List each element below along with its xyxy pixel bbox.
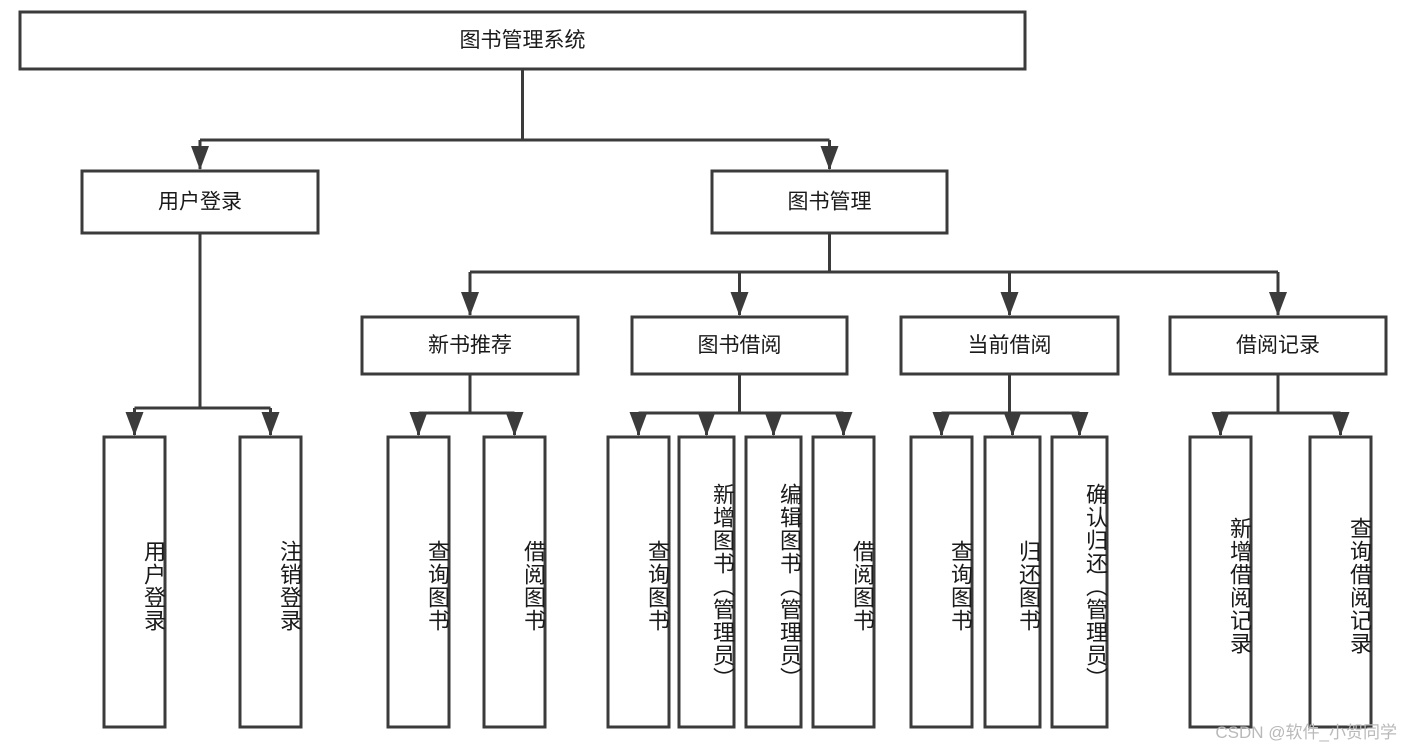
node-book-borrow[interactable] bbox=[630, 315, 849, 376]
node-new-book-recommend-label: 新书推荐 bbox=[428, 334, 512, 357]
arrow-head-icon bbox=[191, 146, 209, 170]
node-leaf-user-login[interactable] bbox=[102, 435, 167, 729]
node-leaf-return-book[interactable] bbox=[983, 435, 1042, 729]
node-root-label: 图书管理系统 bbox=[460, 29, 586, 52]
arrow-head-icon bbox=[1331, 412, 1350, 436]
node-leaf-query-book-borrow[interactable] bbox=[606, 435, 671, 729]
node-current-borrow-label: 当前借阅 bbox=[968, 334, 1052, 357]
node-leaf-add-borrow-record[interactable] bbox=[1188, 435, 1253, 729]
node-leaf-query-book-recommend[interactable] bbox=[386, 435, 451, 729]
arrow-head-icon bbox=[820, 146, 839, 170]
node-leaf-borrow-book[interactable] bbox=[811, 435, 876, 729]
node-leaf-query-borrow-record[interactable] bbox=[1308, 435, 1373, 729]
arrow-head-icon bbox=[629, 412, 648, 436]
arrow-head-icon bbox=[1269, 292, 1287, 316]
arrow-head-icon bbox=[697, 412, 716, 436]
node-user-login-label: 用户登录 bbox=[158, 191, 242, 214]
node-boxes bbox=[18, 10, 1388, 729]
arrow-head-icon bbox=[1211, 412, 1230, 436]
node-leaf-query-book-current[interactable] bbox=[909, 435, 974, 729]
arrow-head-icon bbox=[1070, 412, 1089, 436]
arrow-head-icon bbox=[932, 412, 951, 436]
node-book-management-label: 图书管理 bbox=[788, 191, 872, 214]
node-current-borrow[interactable] bbox=[899, 315, 1120, 376]
arrow-head-icon bbox=[261, 412, 280, 436]
node-leaf-confirm-return-admin[interactable] bbox=[1050, 435, 1109, 729]
node-new-book-recommend[interactable] bbox=[360, 315, 580, 376]
connector-lines bbox=[125, 69, 1350, 436]
node-leaf-add-book-admin[interactable] bbox=[677, 435, 736, 729]
arrow-head-icon bbox=[834, 412, 853, 436]
node-book-management[interactable] bbox=[710, 169, 949, 235]
node-root[interactable] bbox=[18, 10, 1027, 71]
node-borrow-record[interactable] bbox=[1168, 315, 1388, 376]
node-book-borrow-label: 图书借阅 bbox=[698, 334, 782, 357]
arrow-head-icon bbox=[409, 412, 428, 436]
node-user-login[interactable] bbox=[80, 169, 320, 235]
node-leaf-logout[interactable] bbox=[238, 435, 303, 729]
arrow-head-icon bbox=[505, 412, 524, 436]
arrow-head-icon bbox=[461, 292, 479, 316]
arrow-head-icon bbox=[764, 412, 783, 436]
node-borrow-record-label: 借阅记录 bbox=[1236, 334, 1320, 357]
arrow-head-icon bbox=[1003, 412, 1022, 436]
csdn-watermark: CSDN @软件_小贺同学 bbox=[1215, 723, 1397, 742]
arrow-head-icon bbox=[730, 292, 749, 316]
arrow-head-icon bbox=[1000, 292, 1019, 316]
node-leaf-borrow-book-recommend[interactable] bbox=[482, 435, 547, 729]
node-leaf-edit-book-admin[interactable] bbox=[744, 435, 803, 729]
arrow-head-icon bbox=[125, 412, 144, 436]
